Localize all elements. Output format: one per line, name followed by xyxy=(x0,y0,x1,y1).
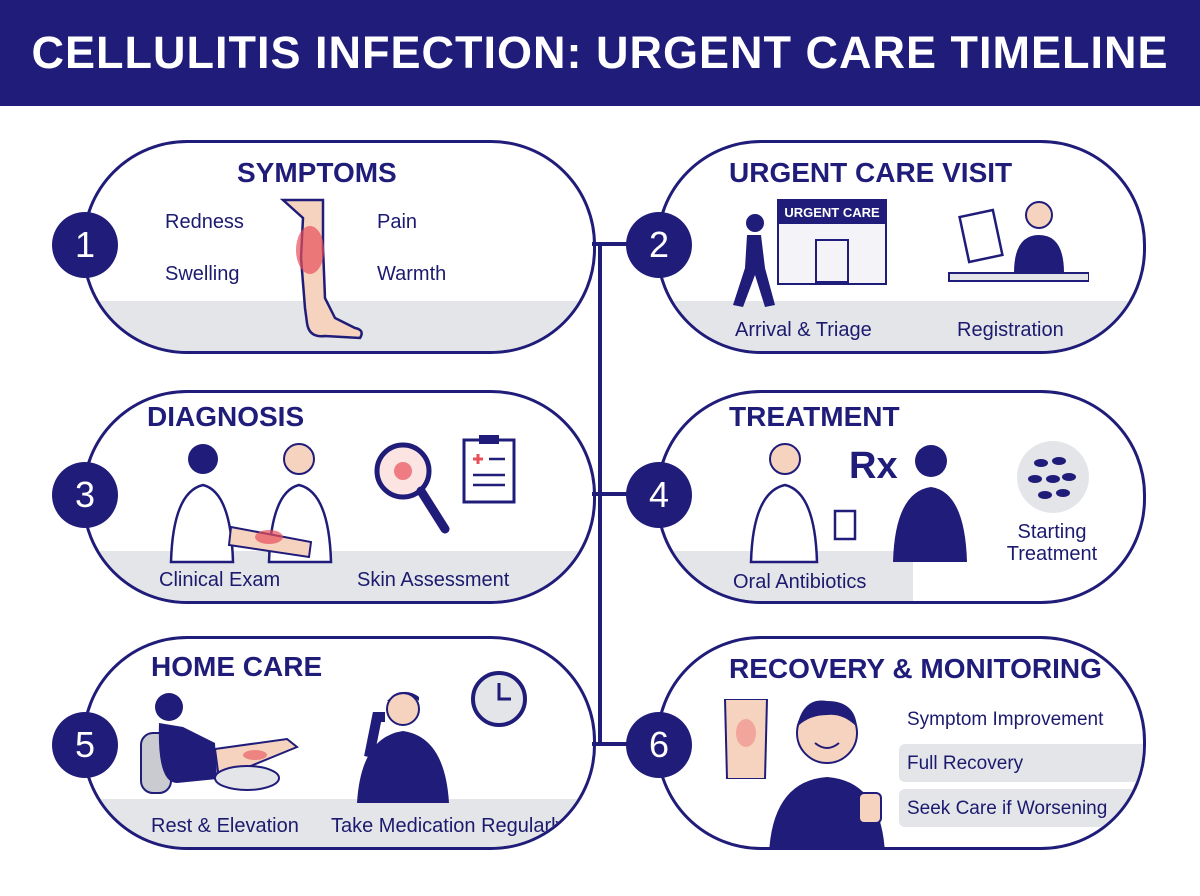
row-highlight xyxy=(899,744,1143,782)
step-card-recovery-monitoring: RECOVERY & MONITORING Symptom Improvemen… xyxy=(656,636,1146,850)
step-number: 4 xyxy=(626,462,692,528)
card-title: URGENT CARE VISIT xyxy=(729,157,1013,188)
resting-leg-elevated-icon xyxy=(140,693,299,794)
symptom-redness: Redness xyxy=(165,211,244,233)
doctor-exam-icon xyxy=(169,443,333,564)
label-registration: Registration xyxy=(957,319,1064,341)
urgent-care-building: URGENT CARE xyxy=(777,199,887,285)
label-clinical-exam: Clinical Exam xyxy=(159,569,281,591)
clipboard-icon xyxy=(462,435,516,504)
doctor-giving-medicine-icon xyxy=(749,443,967,564)
step-card-urgent-care-visit: URGENT CARE VISIT URGENT CARE Arrival & … xyxy=(656,140,1146,354)
row-highlight xyxy=(899,789,1143,827)
label-starting-treatment: Starting Treatment xyxy=(1006,521,1098,565)
step-card-treatment: TREATMENT Rx Oral Antibiotics Starting T… xyxy=(656,390,1146,604)
step-number: 5 xyxy=(52,712,118,778)
healing-leg-icon xyxy=(723,699,769,779)
status-symptom-improvement: Symptom Improvement xyxy=(907,709,1104,730)
card-title: TREATMENT xyxy=(729,401,900,432)
header-banner: CELLULITIS INFECTION: URGENT CARE TIMELI… xyxy=(0,0,1200,106)
symptom-warmth: Warmth xyxy=(377,263,447,285)
walking-person-icon xyxy=(733,214,775,307)
pills-icon xyxy=(1017,441,1089,513)
connector xyxy=(592,742,632,746)
step-number: 6 xyxy=(626,712,692,778)
rx-symbol: Rx xyxy=(849,445,898,487)
magnifier-icon xyxy=(374,442,450,534)
status-full-recovery: Full Recovery xyxy=(907,753,1024,774)
receptionist-icon xyxy=(948,201,1089,282)
step-card-diagnosis: DIAGNOSIS Clinical Exam Skin Assessment xyxy=(82,390,596,604)
card-title: HOME CARE xyxy=(151,651,323,682)
label-take-medication: Take Medication Regularly xyxy=(331,815,566,837)
thumbs-up-person-icon xyxy=(769,700,885,847)
step-card-symptoms: SYMPTOMS Redness Pain Swelling Warmth xyxy=(82,140,596,354)
card-band xyxy=(85,551,593,601)
label-oral-antibiotics: Oral Antibiotics xyxy=(733,571,867,593)
label-skin-assessment: Skin Assessment xyxy=(357,569,510,591)
symptom-swelling: Swelling xyxy=(165,263,240,285)
card-band xyxy=(659,301,1143,351)
card-title: DIAGNOSIS xyxy=(147,401,305,432)
card-title: RECOVERY & MONITORING xyxy=(729,653,1102,684)
building-sign: URGENT CARE xyxy=(779,201,885,224)
card-title: SYMPTOMS xyxy=(237,157,397,188)
label-rest-elevation: Rest & Elevation xyxy=(151,815,299,837)
label-arrival-triage: Arrival & Triage xyxy=(735,319,872,341)
step-card-home-care: HOME CARE Rest & Elevation Take Medicati… xyxy=(82,636,596,850)
card-band xyxy=(85,799,593,847)
leg-illustration-icon xyxy=(279,198,363,340)
symptom-pain: Pain xyxy=(377,211,418,233)
step-number: 2 xyxy=(626,212,692,278)
status-seek-care: Seek Care if Worsening xyxy=(907,798,1108,819)
page-title: CELLULITIS INFECTION: URGENT CARE TIMELI… xyxy=(31,27,1169,78)
clock-icon xyxy=(471,671,527,727)
connector xyxy=(592,492,632,496)
connector xyxy=(592,242,632,246)
person-taking-medication-icon xyxy=(357,691,449,803)
step-number: 1 xyxy=(52,212,118,278)
step-number: 3 xyxy=(52,462,118,528)
